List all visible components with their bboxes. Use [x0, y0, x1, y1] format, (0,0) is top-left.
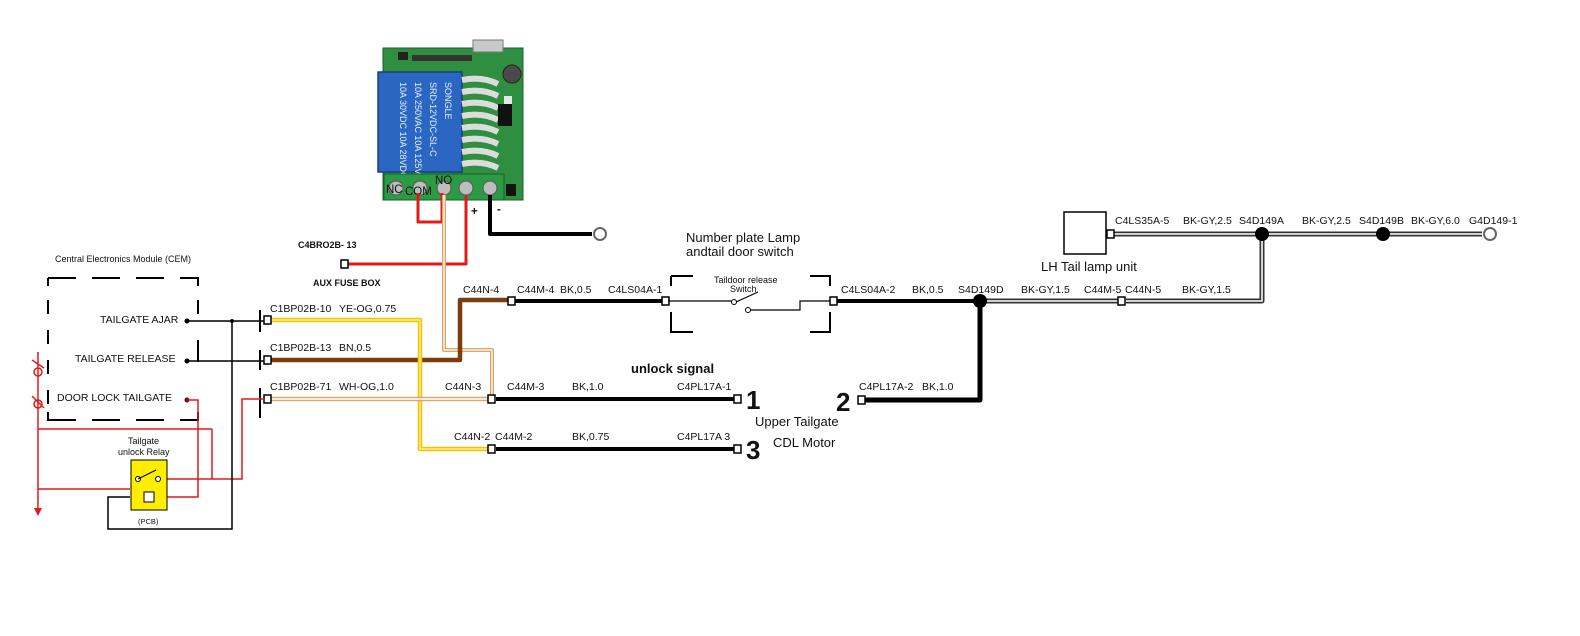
- antenna-coil: [461, 75, 500, 171]
- lbl-w-bkgy25-a: BK-GY,2.5: [1183, 215, 1232, 227]
- lbl-c44m-4: C44M-4: [517, 284, 555, 296]
- relay-pcb: (PCB): [138, 517, 159, 526]
- lbl-w-bkgy15-a: BK-GY,1.5: [1021, 284, 1070, 296]
- cem-tailgate-release: TAILGATE RELEASE: [75, 353, 176, 365]
- relay-black-wire: [107, 321, 233, 530]
- lbl-w-bkgy60: BK-GY,6.0: [1411, 215, 1460, 227]
- lbl-w-bk10-a: BK,1.0: [572, 381, 604, 393]
- lbl-c1bp-71: C1BP02B-71: [270, 381, 331, 393]
- terminal-minus-label: -: [497, 204, 501, 216]
- lbl-g4d149-1: G4D149-1: [1469, 215, 1518, 227]
- lbl-w-bkgy15-b: BK-GY,1.5: [1182, 284, 1231, 296]
- switch-inner-2: Switch: [730, 284, 757, 294]
- cem-tailgate-ajar: TAILGATE AJAR: [100, 314, 179, 326]
- lbl-c44n-3: C44N-3: [445, 381, 481, 393]
- lbl-c4ls35a-5: C4LS35A-5: [1115, 215, 1169, 227]
- tailgate-unlock-relay: Tailgate unlock Relay (PCB): [118, 436, 170, 526]
- cem-module: Central Electronics Module (CEM) TAILGAT…: [47, 254, 264, 421]
- junction-s4d149a: [1255, 227, 1269, 241]
- lbl-s4d149d: S4D149D: [958, 284, 1004, 296]
- terminal-no-label: NO: [435, 175, 452, 187]
- lbl-c4pl17a-3: C4PL17A 3: [677, 431, 730, 443]
- motor-pin-2: 2: [836, 387, 850, 417]
- motor-pin-1: 1: [746, 385, 760, 415]
- lbl-w-bk075: BK,0.75: [572, 431, 610, 443]
- connector-stubs: [263, 229, 1126, 454]
- motor-label-1: Upper Tailgate: [755, 414, 839, 429]
- lbl-c1bp-10: C1BP02B-10: [270, 303, 331, 315]
- lh-tail-lamp-box: [1063, 211, 1107, 255]
- unlock-signal-label: unlock signal: [631, 361, 714, 376]
- lbl-c4ls04a-1: C4LS04A-1: [608, 284, 662, 296]
- lbl-c1bp-13: C1BP02B-13: [270, 342, 331, 354]
- lbl-c44m-3: C44M-3: [507, 381, 545, 393]
- lbl-c4pl17a-2: C4PL17A-2: [859, 381, 913, 393]
- terminal-com-label: COM: [405, 186, 432, 198]
- switch-inner-1: Taildoor release: [714, 275, 778, 285]
- motor-pin-3: 3: [746, 435, 760, 465]
- lbl-w-bn: BN,0.5: [339, 342, 371, 354]
- ground-terminal-left: [593, 227, 607, 241]
- relay-red-wiring: [31, 352, 264, 512]
- terminal-plus-label: +: [471, 206, 478, 218]
- lbl-c44n-5: C44N-5: [1125, 284, 1161, 296]
- relay-title-2: unlock Relay: [118, 447, 170, 457]
- lbl-s4d149b: S4D149B: [1359, 215, 1404, 227]
- tan-no-wire: [442, 195, 494, 398]
- lbl-c4pl17a-1: C4PL17A-1: [677, 381, 731, 393]
- lbl-c44m-5: C44M-5: [1084, 284, 1122, 296]
- fuse-connector-label: C4BRO2B- 13: [298, 240, 357, 250]
- ground-terminal-right: [1483, 227, 1497, 241]
- relay-print-2: SRD-12VDC-SL-C: [428, 82, 438, 157]
- lbl-w-ye-og: YE-OG,0.75: [339, 303, 396, 315]
- lbl-w-bk05-a: BK,0.5: [560, 284, 592, 296]
- junction-s4d149b: [1376, 227, 1390, 241]
- lbl-w-bk10-b: BK,1.0: [922, 381, 954, 393]
- lbl-c44n-2: C44N-2: [454, 431, 490, 443]
- cem-door-lock-tailgate: DOOR LOCK TAILGATE: [57, 392, 172, 404]
- lh-tail-lamp-label: LH Tail lamp unit: [1041, 259, 1137, 274]
- relay-component: [377, 71, 463, 173]
- lbl-s4d149a: S4D149A: [1239, 215, 1284, 227]
- relay-print-4: 10A 30VDC 10A 28VDC: [398, 82, 408, 179]
- red-wire-supply: [348, 195, 468, 266]
- junction-s4d149d: [973, 294, 987, 308]
- brown-release-wire: [270, 297, 508, 363]
- switch-title-1: Number plate Lamp: [686, 230, 800, 245]
- lbl-c44n-4: C44N-4: [463, 284, 499, 296]
- wire-s4d149d-motor2: [862, 301, 983, 403]
- tail-door-switch: Number plate Lamp andtail door switch Ta…: [668, 230, 831, 333]
- switch-title-2: andtail door switch: [686, 244, 794, 259]
- black-ground-wire: [488, 195, 592, 236]
- lbl-w-bk05-b: BK,0.5: [912, 284, 944, 296]
- wires: [270, 193, 1482, 452]
- relay-title-1: Tailgate: [128, 436, 159, 446]
- lbl-w-bkgy25-b: BK-GY,2.5: [1302, 215, 1351, 227]
- lbl-c44m-2: C44M-2: [495, 431, 533, 443]
- aux-fuse-box-label: AUX FUSE BOX: [313, 278, 381, 288]
- motor-label-2: CDL Motor: [773, 435, 836, 450]
- cem-title: Central Electronics Module (CEM): [55, 254, 191, 264]
- lbl-c4ls04a-2: C4LS04A-2: [841, 284, 895, 296]
- relay-print-3: 10A 250VAC 10A 125VAC: [413, 82, 423, 187]
- terminal-nc-label: NC: [386, 184, 403, 196]
- lbl-w-wh-og: WH-OG,1.0: [339, 381, 394, 393]
- rf-relay-board: SONGLE SRD-12VDC-SL-C 10A 250VAC 10A 125…: [377, 39, 524, 218]
- relay-print-1: SONGLE: [443, 82, 453, 120]
